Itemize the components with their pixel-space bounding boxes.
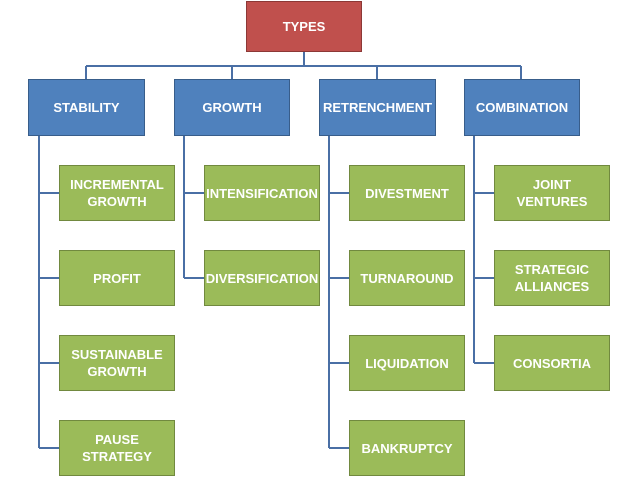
- item-label: DIVESTMENT: [365, 185, 449, 201]
- item-node-sustainable-growth: SUSTAINABLE GROWTH: [59, 335, 175, 391]
- item-label: SUSTAINABLE GROWTH: [71, 347, 163, 379]
- item-node-liquidation: LIQUIDATION: [349, 335, 465, 391]
- item-node-intensification: INTENSIFICATION: [204, 165, 320, 221]
- item-node-divestment: DIVESTMENT: [349, 165, 465, 221]
- item-node-profit: PROFIT: [59, 250, 175, 306]
- item-node-consortia: CONSORTIA: [494, 335, 610, 391]
- root-node-label: TYPES: [282, 19, 326, 34]
- category-node-combination: COMBINATION: [464, 79, 580, 136]
- root-node-types: TYPES: [246, 1, 362, 52]
- item-node-bankruptcy: BANKRUPTCY: [349, 420, 465, 476]
- item-node-diversification: DIVERSIFICATION: [204, 250, 320, 306]
- category-node-stability: STABILITY: [28, 79, 145, 136]
- item-node-joint-ventures: JOINT VENTURES: [494, 165, 610, 221]
- category-label-growth: GROWTH: [202, 100, 262, 115]
- item-label: CONSORTIA: [513, 355, 591, 371]
- item-node-incremental-growth: INCREMENTAL GROWTH: [59, 165, 175, 221]
- category-label-retrenchment: RETRENCHMENT: [322, 100, 433, 115]
- category-node-growth: GROWTH: [174, 79, 290, 136]
- item-label: JOINT VENTURES: [516, 177, 588, 209]
- item-label: PAUSE STRATEGY: [82, 432, 152, 464]
- item-label: LIQUIDATION: [365, 355, 449, 371]
- item-label: INTENSIFICATION: [206, 185, 318, 201]
- item-node-pause-strategy: PAUSE STRATEGY: [59, 420, 175, 476]
- item-node-strategic-alliances: STRATEGIC ALLIANCES: [494, 250, 610, 306]
- item-node-turnaround: TURNAROUND: [349, 250, 465, 306]
- category-label-combination: COMBINATION: [475, 100, 569, 115]
- item-label: BANKRUPTCY: [361, 440, 453, 456]
- item-label: INCREMENTAL GROWTH: [70, 177, 164, 209]
- item-label: DIVERSIFICATION: [205, 270, 319, 286]
- category-label-stability: STABILITY: [53, 100, 120, 115]
- item-label: TURNAROUND: [360, 270, 454, 286]
- item-label: PROFIT: [93, 270, 141, 286]
- category-node-retrenchment: RETRENCHMENT: [319, 79, 436, 136]
- item-label: STRATEGIC ALLIANCES: [514, 262, 590, 294]
